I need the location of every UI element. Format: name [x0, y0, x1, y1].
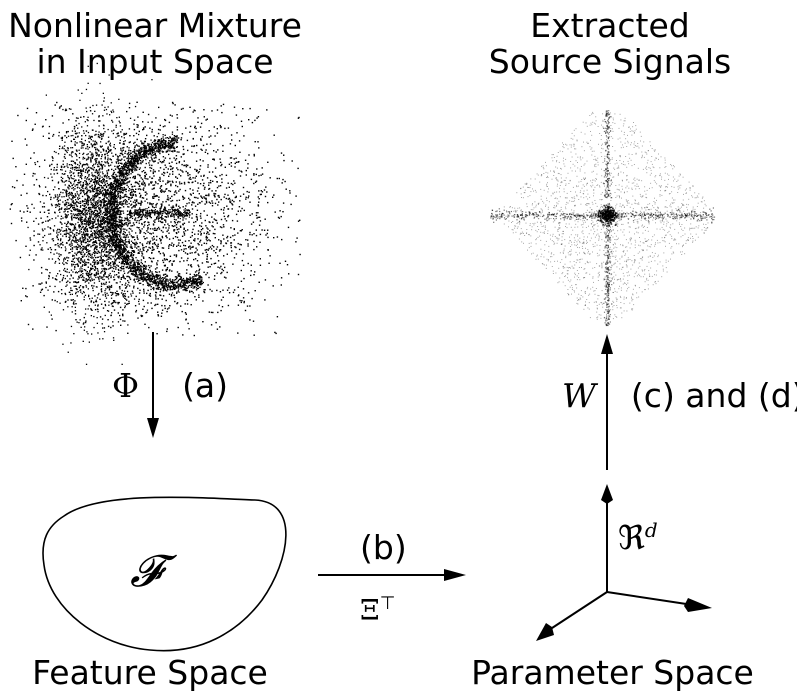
- phi-symbol: Φ: [112, 366, 140, 405]
- transpose-superscript: ⊤: [379, 593, 396, 614]
- input-space-title-line2: in Input Space: [36, 42, 274, 81]
- edge-a-label: Φ (a): [112, 368, 228, 404]
- input-space-scatter-plot: [9, 62, 301, 365]
- parameter-space-caption: Parameter Space: [471, 653, 754, 692]
- input-space-title: Nonlinear Mixture in Input Space: [0, 8, 310, 80]
- input-space-title-line1: Nonlinear Mixture: [8, 6, 302, 45]
- dimension-superscript: d: [644, 518, 658, 542]
- xi-symbol: Ξ: [360, 593, 380, 627]
- arrow-b: [318, 569, 466, 581]
- source-signals-scatter-plot: [490, 110, 716, 327]
- source-signals-title-line1: Extracted: [530, 6, 690, 45]
- feature-space-symbol: 𝓕: [130, 546, 163, 597]
- edge-b-text: (b): [360, 528, 407, 567]
- arrow-cd: [601, 334, 613, 470]
- edge-cd-text: (c) and (d): [630, 376, 797, 415]
- source-signals-title-line2: Source Signals: [488, 42, 732, 81]
- feature-space-blob: [42, 496, 287, 652]
- real-symbol: ℜ: [618, 518, 645, 557]
- parameter-space-axis-label: ℜd: [618, 512, 658, 556]
- edge-b-symbol: Ξ⊤: [360, 586, 395, 628]
- parameter-space-axes: [536, 484, 712, 641]
- edge-b-label: (b): [360, 530, 407, 566]
- edge-cd-label: W (c) and (d): [562, 378, 797, 414]
- edge-a-text: (a): [182, 366, 229, 405]
- source-signals-title: Extracted Source Signals: [455, 8, 765, 80]
- w-symbol: W: [562, 376, 596, 415]
- feature-space-caption: Feature Space: [32, 653, 268, 692]
- arrow-a: [147, 332, 159, 438]
